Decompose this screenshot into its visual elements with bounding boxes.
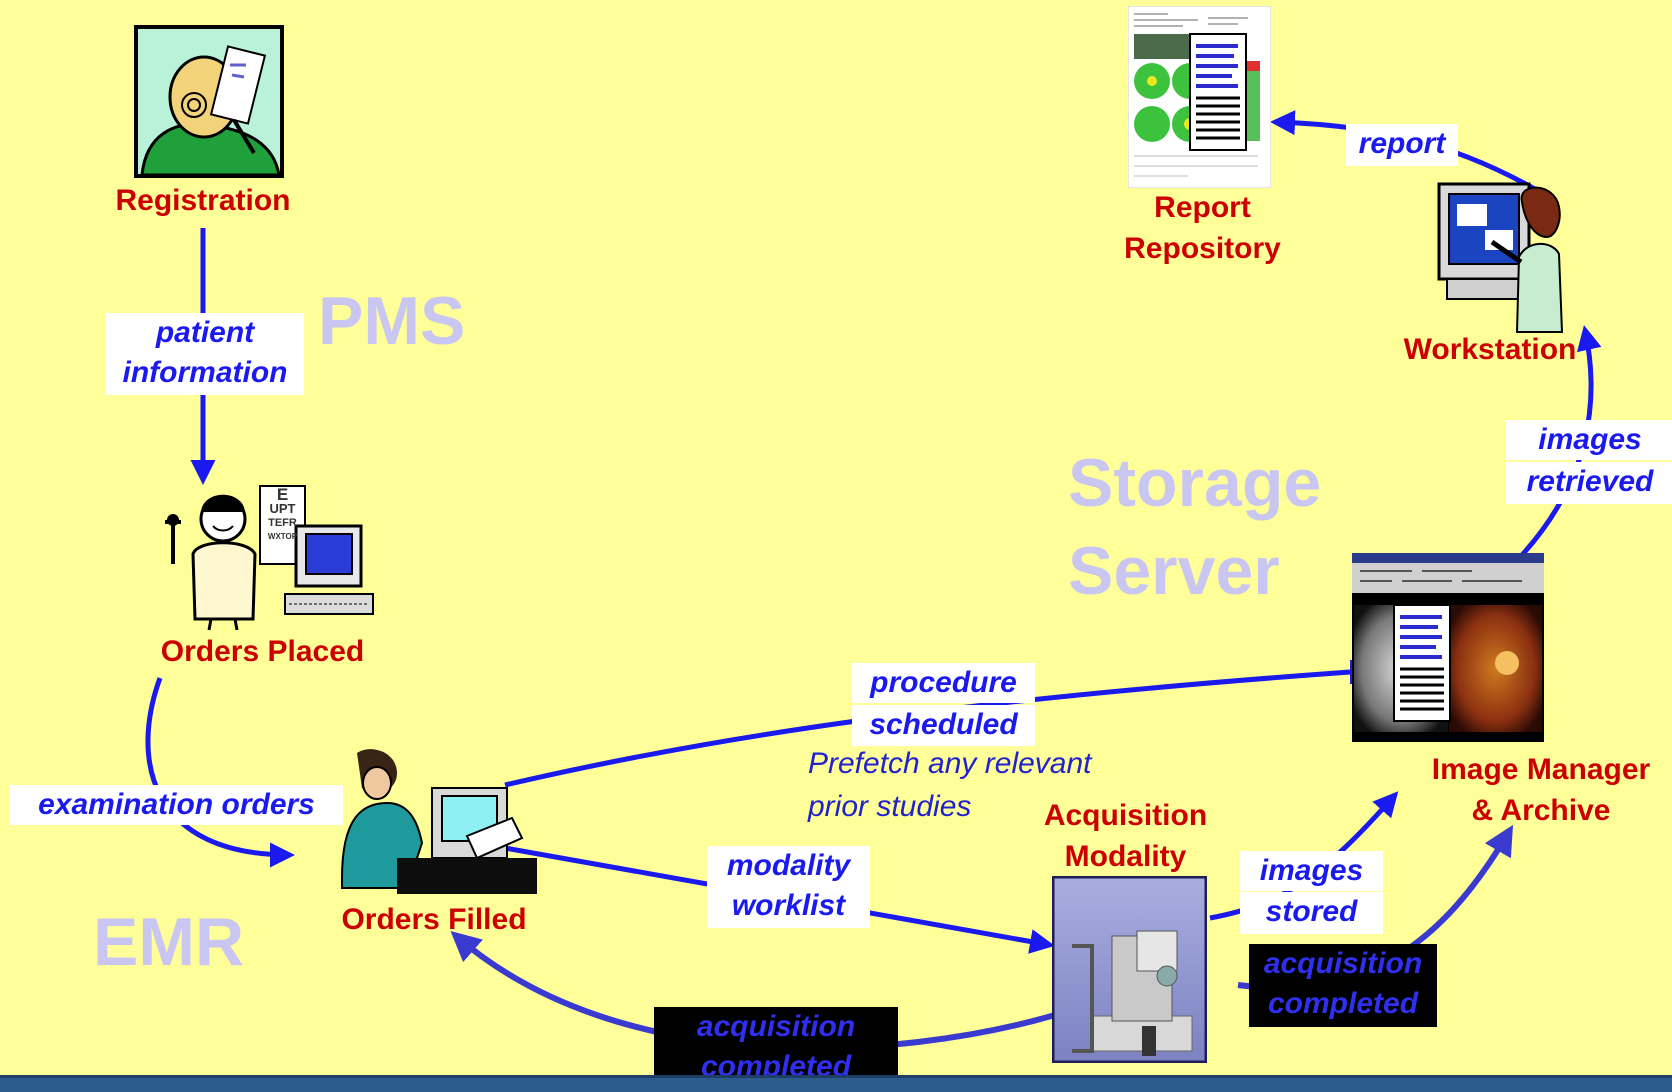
eye-chart: E UPT TEFR WXTOP — [260, 485, 305, 544]
node-label-report-repository-1: Report — [1154, 191, 1251, 224]
flow-label-images-stored-1: images — [1240, 851, 1383, 891]
flow-label-acquisition-completed-bottom-2: completed — [654, 1047, 898, 1075]
note-prefetch-2: prior studies — [808, 790, 972, 823]
eye-chart-row-4: WXTOP — [267, 532, 298, 541]
flow-label-report: report — [1346, 124, 1458, 166]
node-label-report-repository: Report Repository — [1090, 187, 1315, 269]
zone-label-pms: PMS — [318, 283, 466, 359]
flow-label-acquisition-completed-right-1: acquisition — [1249, 944, 1437, 984]
registration-clerk-icon — [134, 25, 284, 178]
arrow-examination-orders — [145, 677, 295, 868]
image-manager-icon — [1352, 553, 1544, 742]
node-label-report-repository-2: Repository — [1124, 232, 1281, 265]
doctor-eye-chart-icon — [165, 485, 374, 631]
node-label-acquisition-modality: Acquisition Modality — [1018, 795, 1233, 877]
node-label-image-manager-2: & Archive — [1471, 794, 1611, 827]
flow-label-procedure-scheduled-1: procedure — [852, 663, 1035, 703]
flow-label-examination-orders: examination orders — [10, 785, 343, 825]
flow-label-patient-information-2: information — [106, 353, 304, 395]
node-label-acquisition-modality-1: Acquisition — [1043, 799, 1208, 832]
flow-label-modality-worklist-2: worklist — [707, 886, 870, 928]
flow-label-acquisition-completed-bottom-1: acquisition — [654, 1007, 898, 1047]
node-label-image-manager-1: Image Manager — [1431, 753, 1651, 786]
report-document-icon — [1128, 6, 1271, 188]
flow-label-images-retrieved-1: images — [1506, 420, 1672, 460]
zone-label-emr: EMR — [93, 904, 245, 980]
zone-label-storage: Storage — [1068, 445, 1322, 521]
flow-label-modality-worklist-1: modality — [707, 846, 870, 886]
node-label-acquisition-modality-2: Modality — [1064, 840, 1187, 873]
flow-label-acquisition-completed-right-2: completed — [1249, 984, 1437, 1027]
flow-label-images-stored-2: stored — [1240, 892, 1383, 934]
node-label-workstation: Workstation — [1403, 333, 1577, 366]
flow-label-patient-information-1: patient — [106, 313, 304, 353]
workstation-clinician-icon — [1437, 182, 1564, 333]
node-label-orders-placed: Orders Placed — [160, 635, 365, 668]
node-label-orders-filled: Orders Filled — [341, 903, 527, 936]
flow-label-procedure-scheduled-2: scheduled — [852, 705, 1035, 746]
flow-label-images-retrieved-2: retrieved — [1506, 462, 1672, 504]
retinal-camera-icon — [1052, 876, 1207, 1063]
clerk-computer-icon — [341, 749, 537, 894]
node-label-image-manager: Image Manager & Archive — [1410, 749, 1672, 831]
eye-chart-row-2: UPT — [269, 501, 296, 516]
footer-bar — [0, 1075, 1672, 1092]
eye-chart-row-1: E — [276, 485, 289, 504]
node-label-registration: Registration — [115, 184, 291, 217]
eye-chart-row-3: TEFR — [268, 517, 297, 529]
note-prefetch-1: Prefetch any relevant — [808, 747, 1092, 780]
zone-label-server: Server — [1068, 533, 1280, 609]
